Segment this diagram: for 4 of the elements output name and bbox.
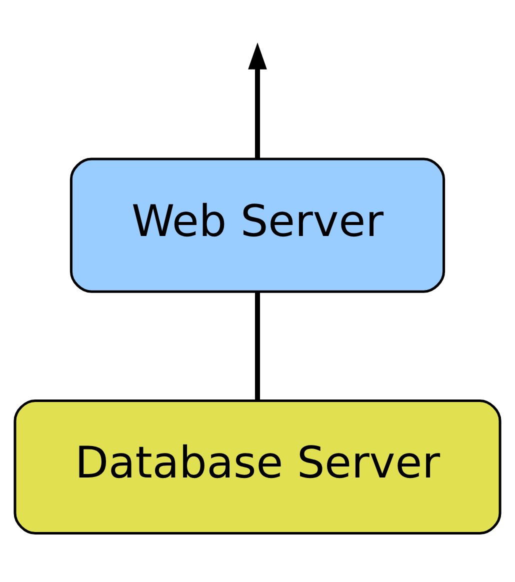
node-box: Web Server <box>70 158 446 293</box>
node-box: Database Server <box>14 399 502 535</box>
connector <box>254 292 260 400</box>
arrow <box>248 42 267 159</box>
